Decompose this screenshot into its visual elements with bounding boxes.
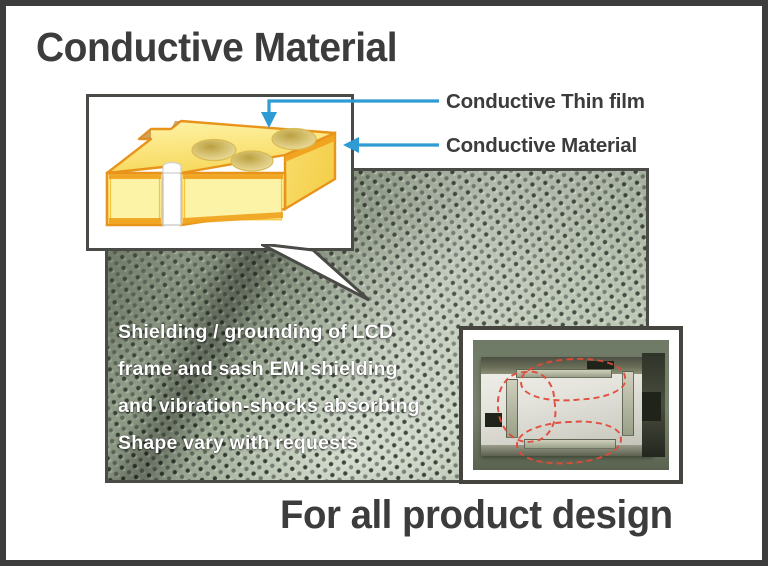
callout-bubble [86, 94, 354, 251]
lcd-photo-inner [473, 340, 669, 470]
callout-bubble-tail [261, 244, 370, 302]
footer-headline: For all product design [280, 493, 673, 537]
caption-line-2: frame and sash EMI shielding [118, 358, 398, 380]
conductive-foam-block-diagram [105, 119, 337, 227]
caption-line-1: Shielding / grounding of LCD [118, 321, 394, 343]
arrow-material [343, 137, 439, 153]
caption-block: Shielding / grounding of LCD frame and s… [118, 314, 478, 462]
lcd-module-application-photo [459, 326, 683, 484]
caption-line-4: Shape vary with requests [118, 432, 358, 454]
caption-line-3: and vibration-shocks absorbing [118, 395, 420, 417]
lcd-connector-side [641, 392, 662, 421]
page-title: Conductive Material [36, 24, 398, 70]
label-conductive-thin-film: Conductive Thin film [446, 90, 645, 113]
label-conductive-material: Conductive Material [446, 134, 637, 157]
